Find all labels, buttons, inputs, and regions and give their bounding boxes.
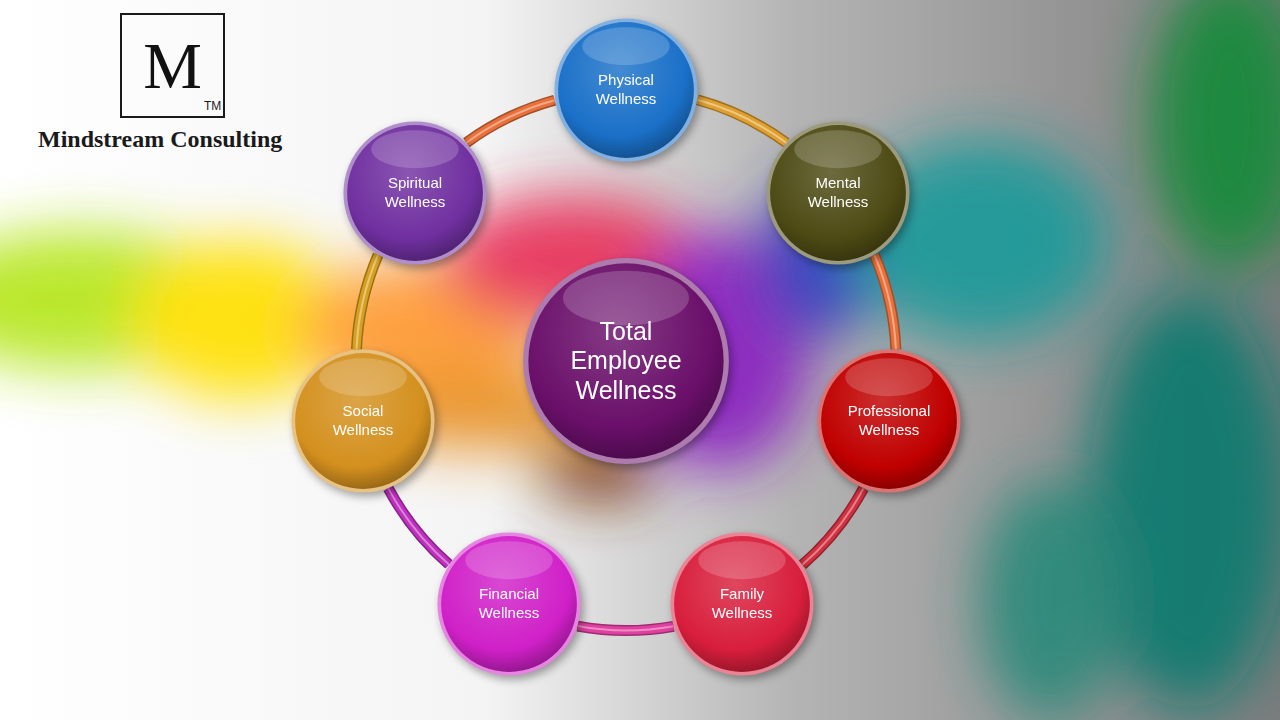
wellness-label: Financial Wellness <box>459 585 559 623</box>
wellness-label: Spiritual Wellness <box>365 174 465 212</box>
circle-gloss <box>319 358 407 396</box>
ring-tube-edge <box>802 488 863 564</box>
ring-tube-edge <box>357 255 379 349</box>
circle-rim <box>343 121 486 264</box>
wellness-circle: Financial Wellness <box>436 531 582 677</box>
wellness-circle: Professional Wellness <box>816 348 962 494</box>
circle-rim <box>523 258 729 464</box>
wellness-label: Social Wellness <box>313 402 413 440</box>
ring-segment <box>578 626 674 630</box>
circle-rim <box>766 121 909 264</box>
ring-highlight <box>802 488 863 564</box>
wellness-label: Mental Wellness <box>788 174 888 212</box>
circle-gloss <box>465 541 553 579</box>
circle-fill <box>674 536 810 672</box>
wellness-circle: Social Wellness <box>290 348 436 494</box>
circle-rim <box>670 532 813 675</box>
center-circle: Total Employee Wellness <box>521 256 731 466</box>
wellness-circle: Mental Wellness <box>765 120 911 266</box>
ring-tube-edge <box>697 100 786 143</box>
circle-fill <box>441 536 577 672</box>
ring-tube-edge <box>875 255 896 349</box>
ring-highlight <box>697 100 786 143</box>
ring-tube-edge <box>388 488 449 564</box>
ring-highlight <box>466 100 554 143</box>
wellness-label: Professional Wellness <box>839 402 939 440</box>
ring-tube <box>697 100 786 143</box>
wellness-circle: Family Wellness <box>669 531 815 677</box>
circle-fill <box>528 263 723 458</box>
ring-tube-edge <box>578 626 674 630</box>
circle-gloss <box>698 541 786 579</box>
company-name: Mindstream Consulting <box>38 126 282 153</box>
circle-gloss <box>794 130 882 168</box>
circle-fill <box>821 353 957 489</box>
wellness-label: Physical Wellness <box>576 71 676 109</box>
ring-tube <box>357 255 379 349</box>
circle-gloss <box>371 130 459 168</box>
wellness-circle: Spiritual Wellness <box>342 120 488 266</box>
circle-rim <box>554 18 697 161</box>
circle-rim <box>437 532 580 675</box>
ring-segment <box>388 488 449 564</box>
circle-rim <box>817 349 960 492</box>
ring-segment <box>802 488 863 564</box>
circle-fill <box>558 22 694 158</box>
ring-highlight <box>875 255 896 349</box>
circle-gloss <box>845 358 933 396</box>
ring-tube <box>388 488 449 564</box>
wellness-circle: Physical Wellness <box>553 17 699 163</box>
wellness-label: Family Wellness <box>692 585 792 623</box>
ring-highlight <box>357 255 379 349</box>
ring-segment <box>875 255 896 349</box>
circle-fill <box>770 125 906 261</box>
ring-tube <box>466 100 554 143</box>
logo-letter: M <box>143 33 202 99</box>
circle-fill <box>295 353 431 489</box>
ring-highlight <box>578 626 674 630</box>
trademark-mark: TM <box>204 99 221 113</box>
ring-tube <box>875 255 896 349</box>
ring-segment <box>357 255 379 349</box>
ring-tube <box>578 626 674 630</box>
ring-segment <box>697 100 786 143</box>
ring-segment <box>466 100 554 143</box>
ring-highlight <box>388 488 449 564</box>
ring-tube <box>802 488 863 564</box>
circle-gloss <box>582 27 670 65</box>
wellness-label: Total Employee Wellness <box>541 317 711 406</box>
ring-tube-edge <box>466 100 554 143</box>
circle-fill <box>347 125 483 261</box>
circle-rim <box>291 349 434 492</box>
